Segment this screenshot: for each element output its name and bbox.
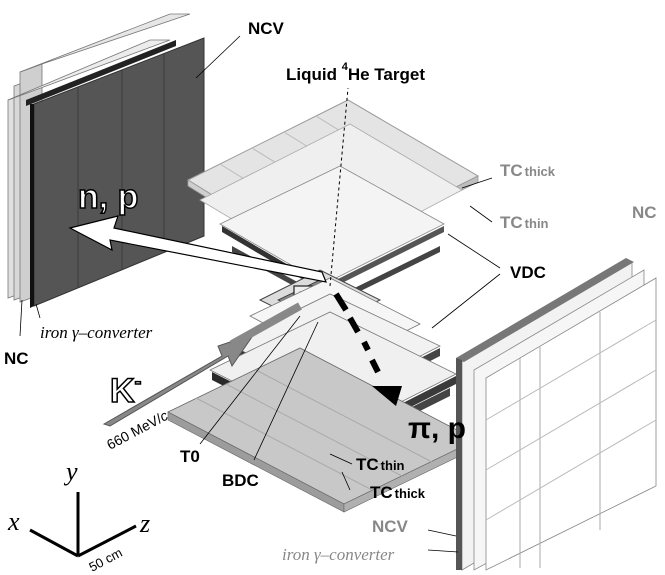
pi-p-track bbox=[333, 292, 402, 406]
nc-left-label: NC bbox=[4, 349, 29, 368]
pi-p-label: π, p bbox=[408, 412, 466, 445]
x-axis-label: x bbox=[7, 507, 20, 536]
bdc-label: BDC bbox=[222, 471, 259, 490]
kminus-label: K- bbox=[110, 371, 141, 410]
ncv-bottom-label: NCV bbox=[372, 517, 409, 536]
leader-lines bbox=[19, 35, 501, 553]
nc-right-wall bbox=[456, 258, 657, 571]
target-label: Liquid 4He Target bbox=[286, 61, 425, 84]
z-axis-label: z bbox=[139, 509, 150, 538]
y-axis-label: y bbox=[63, 457, 78, 486]
iron-converter-left-label: iron γ–converter bbox=[40, 323, 153, 342]
vdc-label: VDC bbox=[510, 263, 546, 282]
coordinate-axes bbox=[29, 492, 137, 558]
t0-label: T0 bbox=[180, 447, 200, 466]
n-p-label: n, p bbox=[78, 178, 138, 216]
kminus-beam-arrow bbox=[102, 302, 302, 427]
nc-right-label: NC bbox=[632, 203, 657, 222]
n-p-arrow bbox=[68, 215, 327, 283]
iron-converter-right-label: iron γ–converter bbox=[282, 545, 395, 564]
beam-momentum-label: 660 MeV/c bbox=[104, 407, 171, 453]
ncv-left-wall bbox=[30, 37, 205, 308]
ncv-top-label: NCV bbox=[248, 19, 285, 38]
